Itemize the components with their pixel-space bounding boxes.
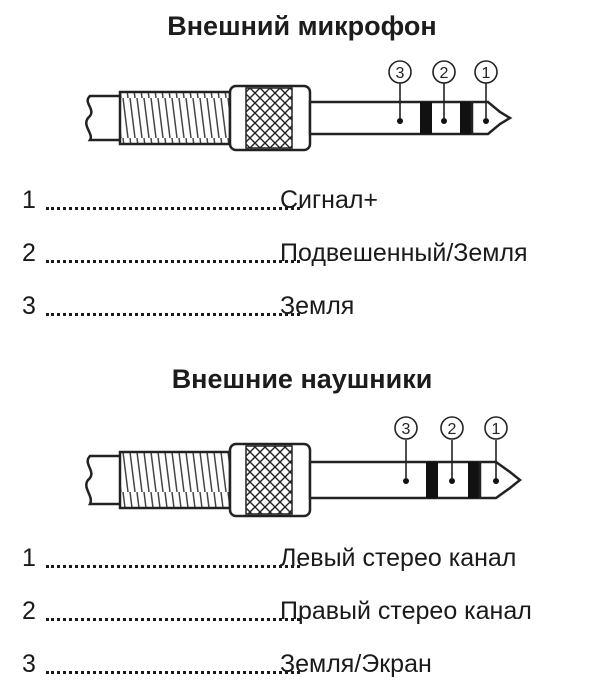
insulator-band-1 xyxy=(426,462,438,498)
marker-2: 2 xyxy=(432,60,456,84)
headphones-pin-row-1: 1 Левый стерео канал xyxy=(22,538,602,574)
marker-1: 1 xyxy=(484,416,508,440)
leader-dots xyxy=(46,207,300,210)
sleeve-contact-point xyxy=(397,118,403,124)
svg-text:3: 3 xyxy=(402,421,411,438)
headphones-title: Внешние наушники xyxy=(171,364,433,394)
pin-label: Земля/Экран xyxy=(280,650,432,678)
marker-3: 3 xyxy=(394,416,418,440)
leader-dots xyxy=(46,671,300,674)
pin-label: Левый стерео канал xyxy=(280,544,517,572)
leader-dots xyxy=(46,260,300,263)
svg-text:1: 1 xyxy=(492,421,501,438)
pin-label: Земля xyxy=(280,292,355,320)
pin-label: Подвешенный/Земля xyxy=(280,239,528,267)
microphone-title: Внешний микрофон xyxy=(167,11,437,41)
cable xyxy=(85,94,120,142)
tip-contact-point xyxy=(483,118,489,124)
pin-number: 1 xyxy=(22,186,36,214)
svg-text:2: 2 xyxy=(440,65,449,82)
microphone-pin-row-1: 1 Сигнал+ xyxy=(22,180,602,216)
microphone-plug-diagram: 3 2 1 xyxy=(85,60,513,152)
leader-dots xyxy=(46,565,300,568)
insulator-band-2 xyxy=(468,462,480,498)
marker-3: 3 xyxy=(388,60,412,84)
leader-dots xyxy=(46,313,300,316)
tip-contact-point xyxy=(493,478,499,484)
knurl-pattern xyxy=(245,445,293,515)
cable xyxy=(85,454,120,506)
threaded-sleeve xyxy=(118,450,232,510)
svg-text:3: 3 xyxy=(396,65,405,82)
pin-label: Правый стерео канал xyxy=(280,597,532,625)
threaded-sleeve xyxy=(118,90,232,146)
pin-number: 2 xyxy=(22,597,36,625)
leader-dots xyxy=(46,618,300,621)
insulator-band-2 xyxy=(460,102,472,134)
headphones-plug-diagram: 3 2 1 xyxy=(85,416,523,518)
marker-2: 2 xyxy=(440,416,464,440)
svg-text:1: 1 xyxy=(482,65,491,82)
insulator-band-1 xyxy=(420,102,432,134)
plug-tip xyxy=(470,100,513,136)
pin-label: Сигнал+ xyxy=(280,186,379,214)
headphones-pin-row-3: 3 Земля/Экран xyxy=(22,644,602,680)
pin-number: 2 xyxy=(22,239,36,267)
marker-1: 1 xyxy=(474,60,498,84)
pin-number: 3 xyxy=(22,292,36,320)
ring-contact-point xyxy=(441,118,447,124)
plug-shaft xyxy=(308,460,494,500)
sleeve-contact-point xyxy=(403,478,409,484)
knurl-pattern xyxy=(245,87,293,149)
ring-contact-point xyxy=(449,478,455,484)
svg-text:2: 2 xyxy=(448,421,457,438)
headphones-pin-row-2: 2 Правый стерео канал xyxy=(22,591,602,627)
plug-tip xyxy=(478,460,523,500)
microphone-pin-row-3: 3 Земля xyxy=(22,286,602,322)
pin-number: 3 xyxy=(22,650,36,678)
plug-shaft xyxy=(308,100,487,136)
pin-number: 1 xyxy=(22,544,36,572)
microphone-pin-row-2: 2 Подвешенный/Земля xyxy=(22,233,602,269)
